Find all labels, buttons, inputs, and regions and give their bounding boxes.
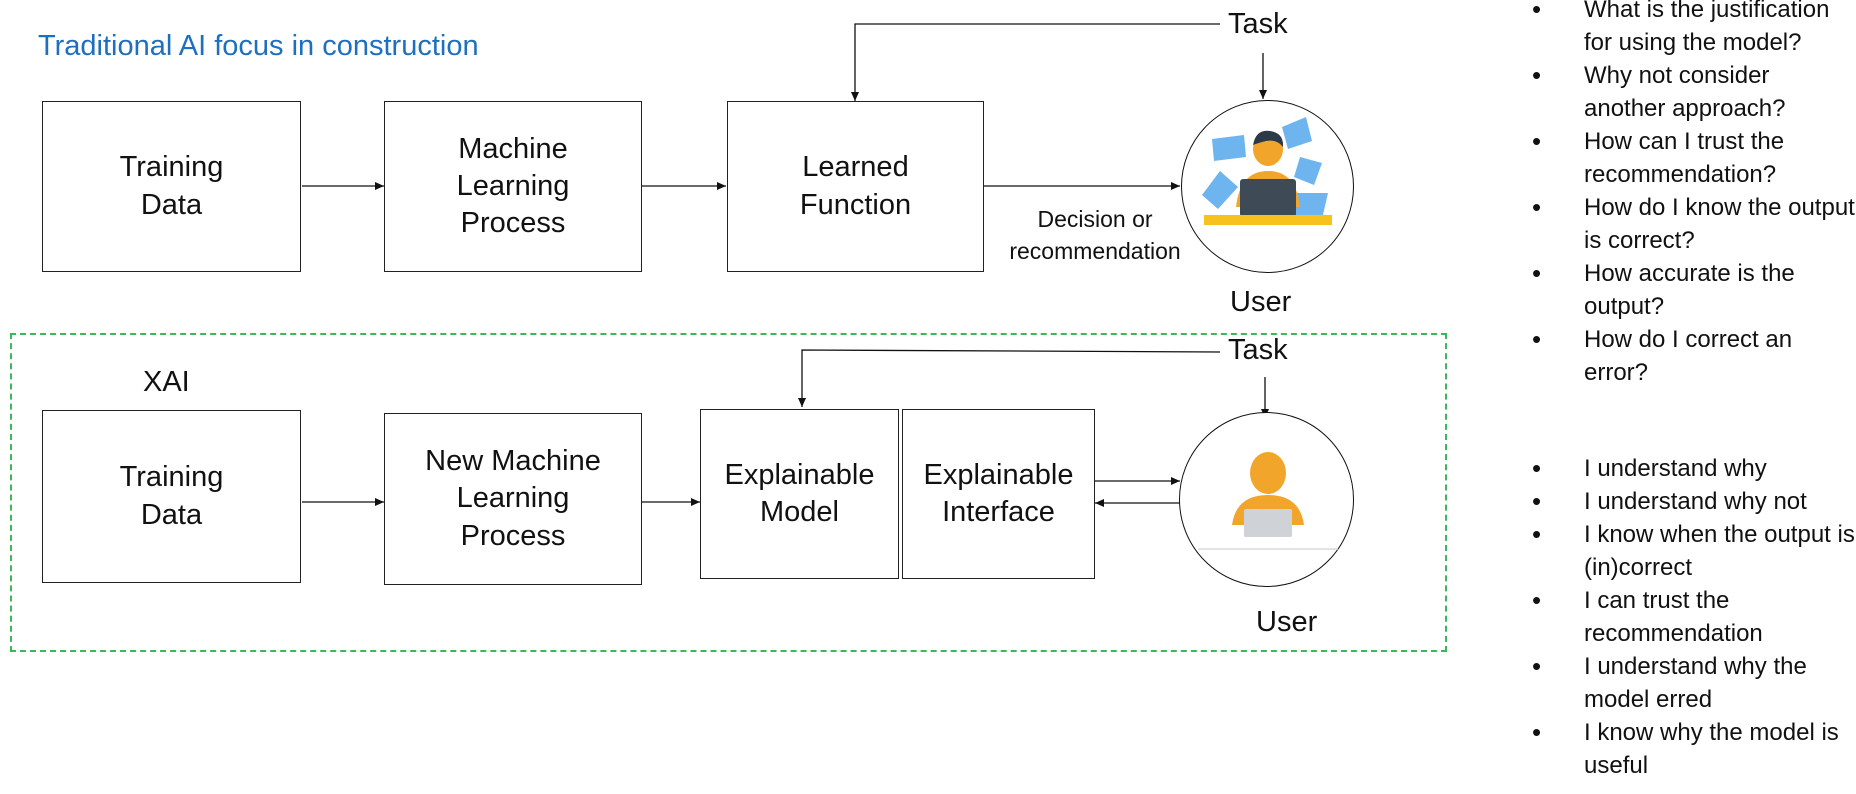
xai-title: XAI xyxy=(143,366,190,398)
outcome-item: I can trust the recommendation xyxy=(1520,584,1856,650)
question-item: How do I know the output is correct? xyxy=(1520,191,1856,257)
new-ml-process-label: New Machine Learning Process xyxy=(425,445,601,552)
outcome-item: I know when the output is (in)correct xyxy=(1520,518,1856,584)
busy-user-icon xyxy=(1202,117,1332,225)
decision-label: Decision or recommendation xyxy=(1009,206,1181,265)
user-avatar-busy xyxy=(1181,100,1354,273)
task-label-top: Task xyxy=(1228,8,1288,40)
outcome-item: I understand why not xyxy=(1520,485,1856,518)
learned-function-box: Learned Function xyxy=(727,101,984,272)
question-item: How can I trust the recommendation? xyxy=(1520,125,1856,191)
arrow-task-to-learned xyxy=(851,23,1220,101)
user-questions-list: What is the justification for using the … xyxy=(1520,0,1856,389)
calm-user-icon xyxy=(1198,452,1338,550)
user-avatar-calm xyxy=(1179,412,1354,587)
question-item: What is the justification for using the … xyxy=(1520,0,1856,59)
question-item: How do I correct an error? xyxy=(1520,323,1856,389)
ml-process-box: Machine Learning Process xyxy=(384,101,642,272)
traditional-ai-title: Traditional AI focus in construction xyxy=(38,30,479,62)
training-data-box-bottom: Training Data xyxy=(42,410,301,583)
question-item: Why not consider another approach? xyxy=(1520,59,1856,125)
xai-dashed-frame xyxy=(10,333,1447,652)
arrow-task-to-model xyxy=(798,349,1221,407)
learned-function-label: Learned Function xyxy=(799,151,912,221)
user-label-bottom: User xyxy=(1256,606,1318,638)
new-ml-process-box: New Machine Learning Process xyxy=(384,413,642,585)
explainable-model-label: Explainable Model xyxy=(724,458,875,528)
user-outcomes-list: I understand why I understand why not I … xyxy=(1520,452,1856,782)
outcome-item: I understand why xyxy=(1520,452,1856,485)
outcome-item: I know why the model is useful xyxy=(1520,716,1856,782)
user-label-top: User xyxy=(1230,286,1292,318)
training-data-label-top: Training Data xyxy=(119,151,224,221)
training-data-label-bottom: Training Data xyxy=(119,461,224,531)
task-label-bottom: Task xyxy=(1228,334,1288,366)
explainable-interface-label: Explainable Interface xyxy=(923,458,1074,528)
ml-process-label: Machine Learning Process xyxy=(456,132,570,240)
question-item: How accurate is the output? xyxy=(1520,257,1856,323)
training-data-box-top: Training Data xyxy=(42,101,301,272)
explainable-model-box: Explainable Model xyxy=(700,409,899,579)
outcome-item: I understand why the model erred xyxy=(1520,650,1856,716)
explainable-interface-box: Explainable Interface xyxy=(902,409,1095,579)
